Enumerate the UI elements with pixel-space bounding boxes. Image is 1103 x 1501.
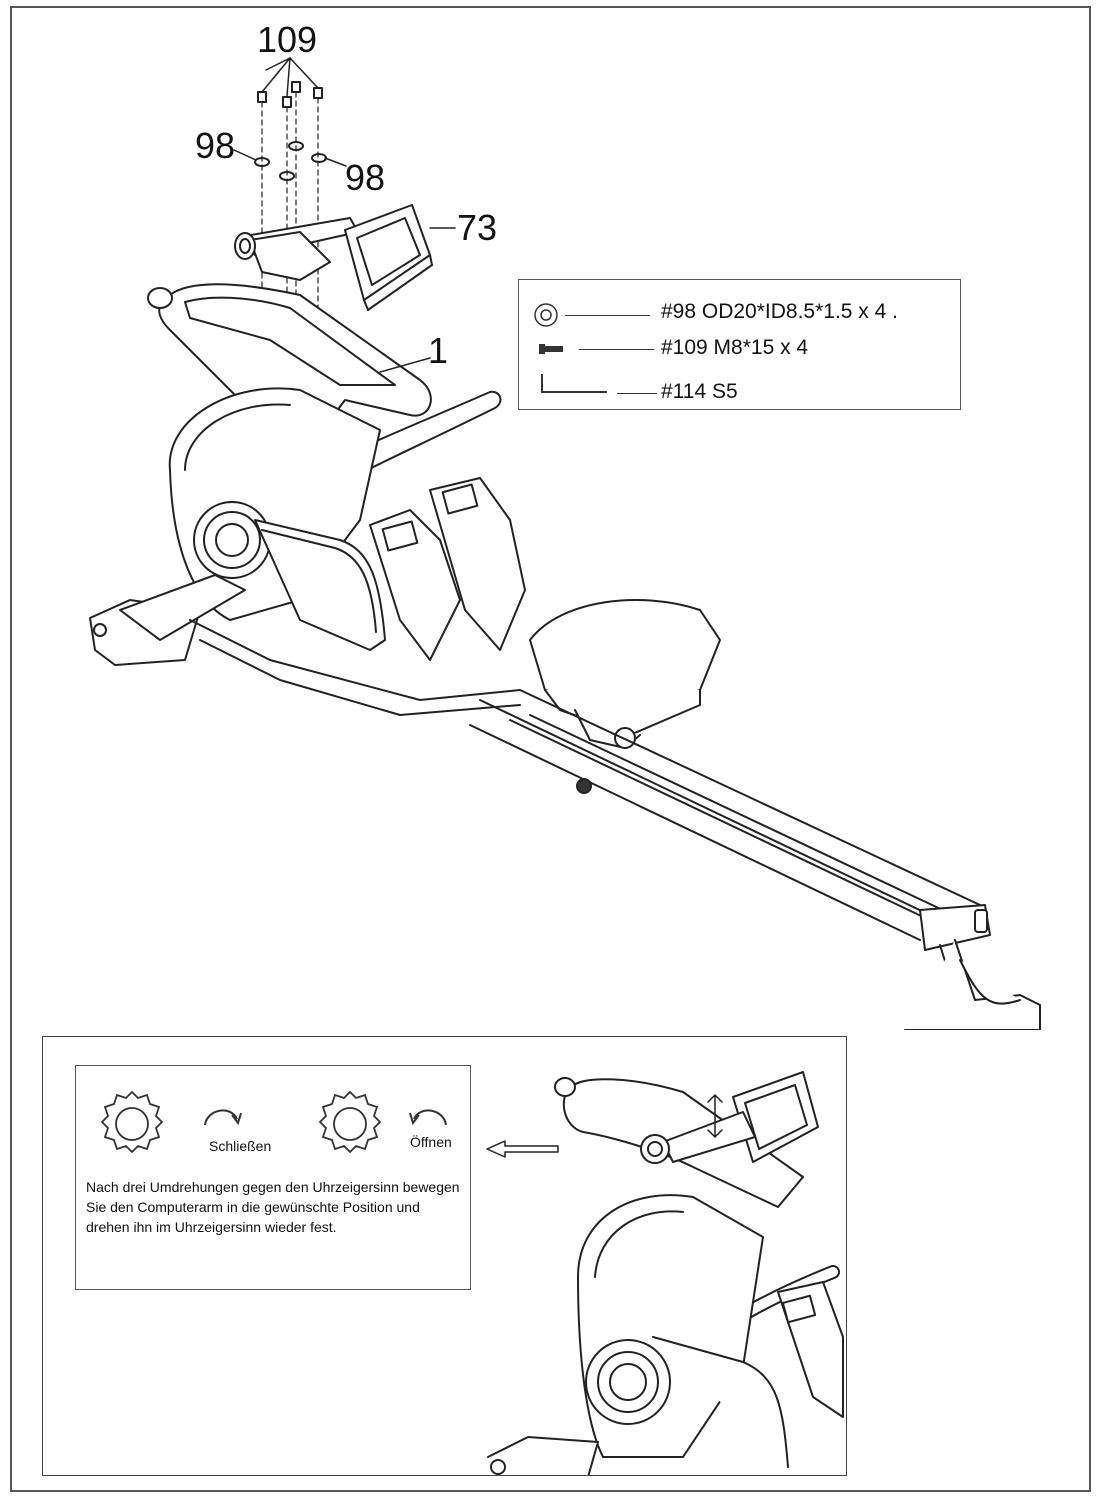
close-label: Schließen bbox=[209, 1138, 272, 1154]
screw-leader bbox=[579, 349, 654, 350]
knob-close-icon bbox=[100, 1090, 164, 1154]
knob-open-icon bbox=[318, 1090, 382, 1154]
hardware-list: #98 OD20*ID8.5*1.5 x 4 . #109 M8*15 x 4 … bbox=[518, 279, 961, 410]
counterclockwise-arrow-icon bbox=[409, 1109, 447, 1126]
frame-1 bbox=[147, 283, 432, 425]
callout-73: 73 bbox=[457, 207, 498, 248]
washer-icon bbox=[534, 303, 558, 327]
wrench-spec: #114 S5 bbox=[661, 380, 738, 403]
footrests bbox=[369, 477, 526, 661]
console-73 bbox=[344, 204, 433, 311]
callout-98-left: 98 bbox=[195, 125, 236, 166]
rowing-machine-drawing bbox=[89, 57, 1041, 1030]
screw-spec: #109 M8*15 x 4 bbox=[661, 336, 809, 359]
knob-instructions-panel: Schließen Öffnen bbox=[75, 1065, 471, 1290]
inset-rower-detail bbox=[486, 1071, 844, 1475]
allen-wrench-icon bbox=[541, 374, 607, 393]
instructions-text: Nach drei Umdrehungen gegen den Uhrzeige… bbox=[86, 1179, 460, 1235]
arrow-left-icon bbox=[486, 1140, 559, 1158]
wrench-leader bbox=[617, 393, 657, 394]
page-frame bbox=[10, 6, 1091, 1492]
rails bbox=[469, 689, 986, 941]
screw-icon bbox=[539, 344, 563, 354]
callout-109: 109 bbox=[257, 19, 318, 60]
seat bbox=[529, 599, 721, 749]
washers-98 bbox=[254, 141, 327, 181]
washer-leader bbox=[565, 315, 650, 316]
rear-stabilizer bbox=[903, 904, 1041, 1030]
clockwise-arrow-icon bbox=[204, 1109, 242, 1126]
callout-98-right: 98 bbox=[345, 157, 386, 198]
front-stabilizer bbox=[89, 574, 246, 666]
computer-arm bbox=[234, 217, 359, 281]
washer-spec: #98 OD20*ID8.5*1.5 x 4 . bbox=[661, 300, 898, 323]
open-label: Öffnen bbox=[410, 1134, 452, 1150]
callout-1: 1 bbox=[428, 330, 449, 371]
screw-leader-lines bbox=[261, 57, 319, 97]
